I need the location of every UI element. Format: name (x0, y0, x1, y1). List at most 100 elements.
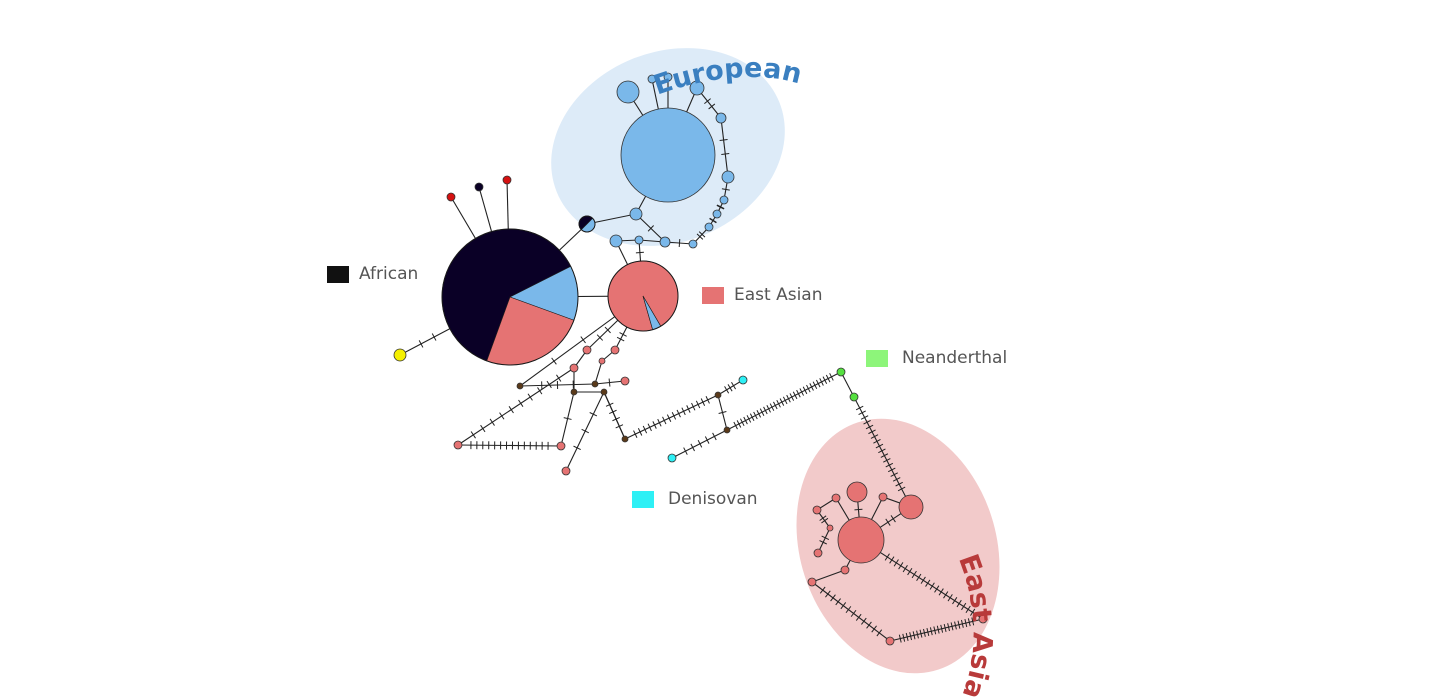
mutation-tick (871, 625, 877, 633)
haplotype-node-d6 (714, 391, 722, 399)
mutation-tick (971, 617, 975, 626)
mutation-tick (868, 429, 876, 435)
mutation-tick (697, 439, 703, 448)
african-haplotype-pie (441, 228, 579, 366)
mutation-tick (612, 417, 620, 422)
mutation-tick (581, 428, 590, 434)
mutation-tick (712, 432, 717, 441)
mixed-haplotype-pie (578, 215, 596, 233)
mutation-tick (858, 410, 866, 416)
legend-neanderthal-swatch (866, 349, 888, 367)
mutation-tick (609, 409, 617, 414)
mutation-tick (898, 634, 902, 643)
haplotype-node-EUm (620, 107, 716, 203)
network-edge (594, 380, 626, 385)
haplotype-node-p7 (561, 466, 571, 476)
mutation-tick (690, 443, 695, 452)
mutation-tick (889, 556, 895, 564)
mutation-tick (954, 621, 957, 630)
haplotype-node-e7 (719, 195, 729, 205)
mutation-tick (907, 567, 913, 576)
network-edge (717, 379, 744, 396)
haplotype-node-ea8 (840, 565, 850, 575)
mutation-tick (923, 628, 926, 637)
mutation-tick (895, 481, 903, 487)
mutation-tick (812, 381, 818, 390)
mutation-tick (892, 477, 901, 482)
mutation-tick (704, 436, 710, 444)
haplotype-node-e1 (616, 80, 640, 104)
mutation-tick (845, 606, 852, 614)
mutation-tick (885, 518, 891, 526)
legend-denisovan-label: Denisovan (668, 489, 758, 509)
legend-east-asian: East Asian (702, 285, 823, 305)
mutation-tick (919, 629, 923, 638)
mutation-tick (698, 231, 706, 238)
mutation-tick (721, 153, 730, 155)
haplotype-node-ea7 (813, 548, 823, 558)
network-edge (671, 429, 728, 459)
haplotype-node-e9 (704, 222, 714, 232)
mutation-tick (909, 632, 913, 641)
mutation-tick (637, 428, 643, 436)
mutation-tick (940, 624, 944, 633)
mutation-tick (608, 378, 611, 387)
mutation-tick (902, 633, 906, 642)
mutation-tick (840, 602, 847, 610)
network-edge (720, 117, 729, 178)
east-asian-cluster-region (796, 418, 1000, 674)
haplotype-node-d3 (570, 388, 578, 396)
haplotype-node-e10 (688, 239, 698, 249)
network-edge (817, 527, 831, 554)
legend-denisovan-swatch (632, 490, 654, 508)
mutation-tick (829, 373, 834, 381)
network-edge (457, 444, 562, 447)
mutation-tick (683, 447, 688, 455)
haplotype-node-e13 (609, 234, 623, 248)
mutation-tick (546, 380, 552, 389)
mutation-tick (709, 218, 717, 224)
legend-neanderthal: Neanderthal (866, 348, 1007, 368)
mutation-tick (704, 98, 711, 105)
legend-african: African (327, 264, 418, 284)
haplotype-node-e6 (721, 170, 735, 184)
mutation-tick (769, 403, 775, 411)
haplotype-node-e8 (712, 209, 722, 219)
mutation-tick (499, 412, 505, 420)
mutation-tick (920, 576, 926, 584)
mutation-tick (893, 559, 899, 567)
network-edge (840, 371, 855, 398)
mutation-tick (819, 515, 827, 521)
mutation-tick (806, 384, 811, 393)
network-edge (594, 360, 603, 385)
mutation-tick (789, 393, 795, 401)
mutation-tick (905, 632, 909, 641)
mutation-tick (912, 631, 916, 640)
legend-east-asian-label: East Asian (734, 285, 823, 305)
mutation-tick (822, 376, 828, 385)
mutation-tick (418, 340, 424, 348)
haplotype-node-e5 (715, 112, 727, 124)
mutation-tick (573, 445, 581, 451)
mutation-tick (956, 599, 962, 608)
haplotype-node-nd2 (849, 392, 859, 402)
mutation-tick (589, 412, 598, 417)
mutation-tick (776, 399, 781, 408)
mutation-tick (763, 406, 768, 415)
mutation-tick (527, 393, 533, 401)
mutation-tick (878, 448, 886, 454)
haplotype-node-p5 (453, 440, 463, 450)
mutation-tick (883, 458, 891, 463)
mutation-tick (965, 605, 971, 614)
mutation-tick (759, 408, 765, 416)
mutation-tick (786, 394, 791, 403)
mutation-tick (727, 384, 733, 392)
mutation-tick (605, 402, 614, 407)
mutation-tick (799, 388, 804, 396)
mutation-tick (671, 412, 677, 420)
mutation-tick (897, 486, 906, 492)
mutation-tick (766, 404, 771, 413)
haplotype-node-dn1 (738, 375, 748, 385)
